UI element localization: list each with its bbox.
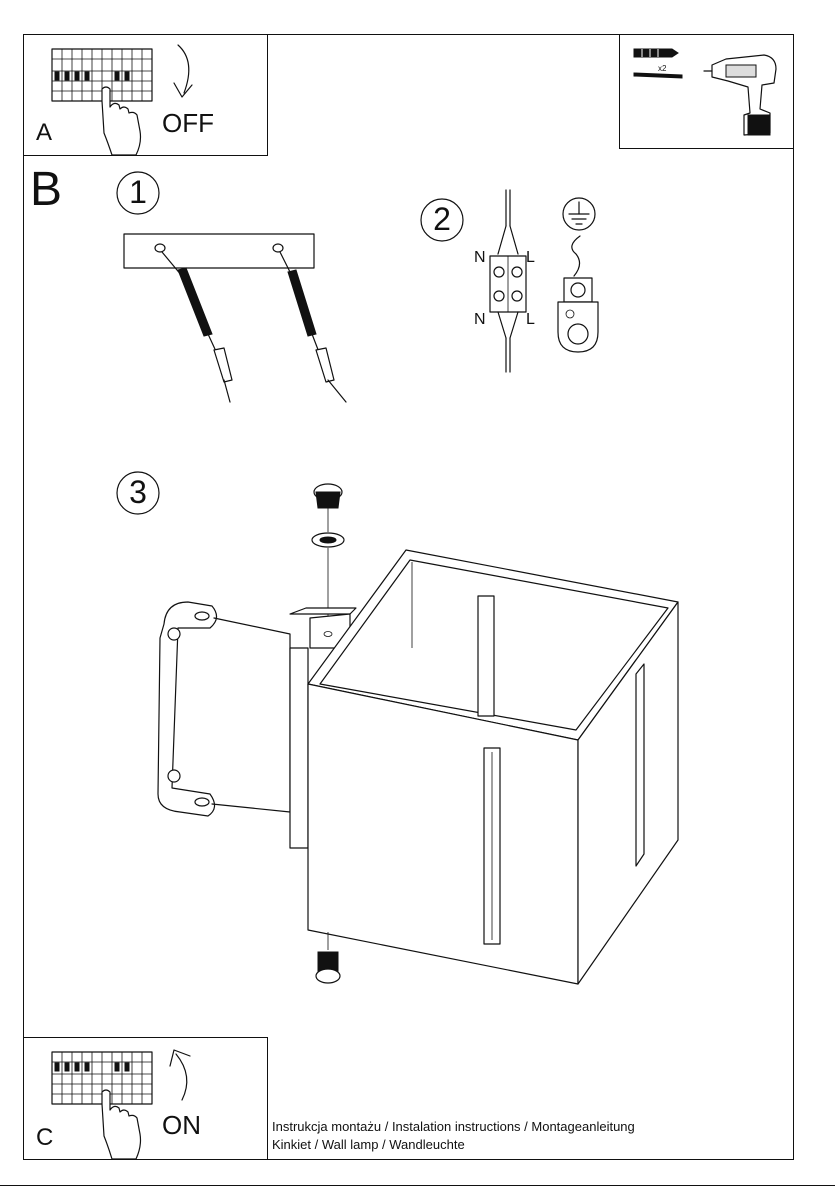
- screw-right-icon: [279, 251, 347, 403]
- bottom-screw-icon: [315, 932, 341, 984]
- panel-a-letter: A: [36, 119, 53, 146]
- earth-terminal-illustration: [557, 197, 599, 353]
- step-2-circle: [420, 198, 464, 242]
- panel-c-letter: C: [36, 1124, 54, 1151]
- terminal-block-illustration: [489, 189, 527, 373]
- panel-c-on-label: ON: [162, 1110, 201, 1140]
- neutral-label-bottom: N: [474, 311, 486, 328]
- step-2-number: 2: [433, 201, 451, 237]
- drill-icon: [703, 54, 777, 136]
- instruction-frame: [23, 34, 794, 1160]
- wall-plug-icon: [633, 48, 683, 79]
- breaker-hand-on-icon: [51, 1049, 191, 1160]
- live-label-bottom: L: [526, 311, 535, 328]
- screw-left-icon: [161, 251, 233, 403]
- mounting-plate-illustration: [123, 233, 347, 403]
- step-3-number: 3: [129, 474, 147, 510]
- tools-panel: x2: [619, 34, 794, 149]
- neutral-label-top: N: [474, 249, 486, 266]
- breaker-hand-icon: [51, 44, 193, 156]
- panel-a-power-off: A OFF: [23, 34, 268, 156]
- step-1-circle: [116, 171, 160, 215]
- step-3-circle: [116, 471, 160, 515]
- panel-c-power-on: C ON: [23, 1037, 268, 1160]
- page-bottom-rule: [0, 1185, 835, 1186]
- lamp-assembly-illustration: [157, 483, 679, 985]
- top-screw-icon: [311, 483, 345, 634]
- step-1-number: 1: [129, 174, 147, 210]
- footer-instructions-line: Instrukcja montażu / Instalation instruc…: [272, 1119, 635, 1134]
- section-b-letter: B: [30, 163, 63, 216]
- panel-a-off-label: OFF: [162, 108, 214, 138]
- live-label-top: L: [526, 249, 535, 266]
- footer-text: Instrukcja montażu / Instalation instruc…: [272, 1118, 635, 1154]
- footer-product-line: Kinkiet / Wall lamp / Wandleuchte: [272, 1137, 465, 1152]
- wall-bracket-icon: [157, 601, 291, 817]
- anchor-count: x2: [658, 64, 667, 73]
